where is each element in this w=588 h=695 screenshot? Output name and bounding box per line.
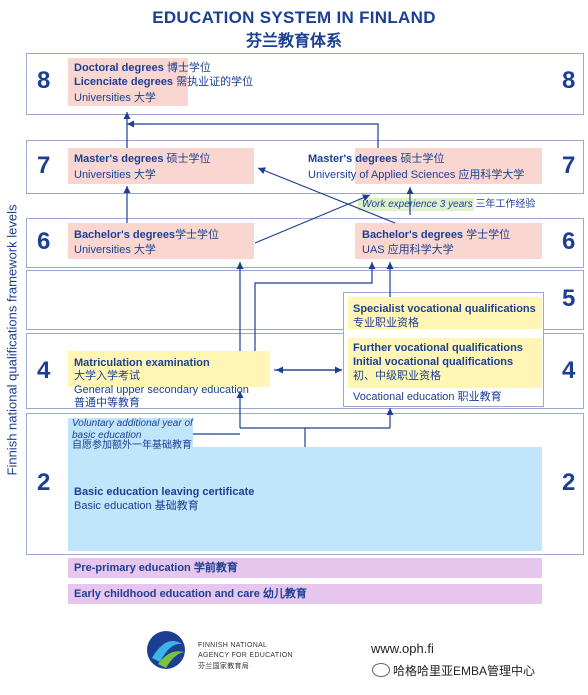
page-title: EDUCATION SYSTEM IN FINLAND <box>152 8 436 27</box>
page-title-cn: 芬兰教育体系 <box>245 33 342 50</box>
bachelors-uas-box <box>355 223 542 259</box>
masters-uni-en: Master's degrees <box>74 153 164 165</box>
arrow-uas-bach-to-uni-master <box>257 167 396 224</box>
doctoral-box <box>68 58 188 106</box>
level-number-5-right: 5 <box>562 285 576 312</box>
doctoral-label: Doctoral degrees 博士学位 <box>74 61 211 75</box>
basic-education: Basic education 基础教育 <box>74 500 199 512</box>
doctoral-cn: 博士学位 <box>166 62 211 74</box>
preprimary-label: Pre-primary education 学前教育 <box>74 562 238 574</box>
bachelors-uas-cn: 学士学位 <box>466 229 511 241</box>
vocational-box <box>348 338 542 388</box>
initial-vocational: Initial vocational qualifications <box>353 356 514 368</box>
bachelors-uni-cn: 学士学位 <box>175 229 220 241</box>
agency-name-cn: 芬兰国家教育局 <box>198 663 250 670</box>
masters-uni-sub: Universities 大学 <box>74 169 156 181</box>
level-number-7-right: 7 <box>562 152 576 179</box>
wechat-icon <box>372 663 390 677</box>
voluntary-cn: 自愿参加额外一年基础教育 <box>72 440 192 451</box>
masters-uas-sub: University of Applied Sciences 应用科学大学 <box>308 169 525 181</box>
upper-secondary-en: General upper secondary education <box>74 384 249 396</box>
level-number-7-left: 7 <box>37 152 51 179</box>
specialist-cn: 专业职业资格 <box>353 317 419 329</box>
early-childhood-label: Early childhood education and care 幼儿教育 <box>74 588 307 600</box>
level8-universities: Universities 大学 <box>74 92 156 104</box>
vocational-cn: 初、中级职业资格 <box>353 370 441 382</box>
masters-uas-en: Master's degrees <box>308 153 398 165</box>
licenciate-label: Licenciate degrees 需执业证的学位 <box>74 75 253 89</box>
early-childhood-box <box>68 584 542 604</box>
basic-cert: Basic education leaving certificate <box>74 486 255 498</box>
level-number-4-right: 4 <box>562 357 576 384</box>
voluntary-year-box <box>68 418 193 452</box>
work-experience-cn: 三年工作经验 <box>475 199 536 210</box>
bachelors-universities-box <box>68 223 254 259</box>
matriculation-box <box>68 351 270 387</box>
level-number-2-left: 2 <box>37 469 51 496</box>
agency-name-line2: AGENCY FOR EDUCATION <box>198 652 293 659</box>
arrow-7-to-8-right <box>126 120 379 148</box>
level-number-2-right: 2 <box>562 469 576 496</box>
watermark-text: 哈格哈里亚EMBA管理中心 <box>393 664 536 678</box>
voluntary-line1: Voluntary additional year of <box>72 418 193 429</box>
preprimary-box <box>68 558 542 578</box>
bachelors-uni-en: Bachelor's degrees <box>74 229 176 241</box>
work-experience-label: Work experience 3 years 三年工作经验 <box>362 198 535 211</box>
voluntary-line2: basic education <box>72 430 142 441</box>
level-number-6-right: 6 <box>562 228 576 255</box>
vocational-education: Vocational education 职业教育 <box>353 391 502 403</box>
agency-logo-icon <box>147 631 185 669</box>
bachelors-uni-sub: Universities 大学 <box>74 244 156 256</box>
masters-universities-box <box>68 148 254 184</box>
masters-uas-box <box>355 148 542 184</box>
level-number-8-right: 8 <box>562 67 576 94</box>
upper-secondary-cn: 普通中等教育 <box>74 397 140 409</box>
matriculation-title: Matriculation examination <box>74 357 210 369</box>
licenciate-cn: 需执业证的学位 <box>176 76 254 88</box>
masters-uni-title: Master's degrees 硕士学位 <box>74 152 211 166</box>
masters-uas-title: Master's degrees 硕士学位 <box>308 152 445 166</box>
level-number-6-left: 6 <box>37 228 51 255</box>
arrow-4-to-6-b <box>254 262 376 351</box>
matriculation-cn: 大学入学考试 <box>74 370 140 382</box>
website-url: www.oph.fi <box>371 641 434 656</box>
masters-uas-cn: 硕士学位 <box>400 153 445 165</box>
basic-education-box <box>68 447 542 551</box>
bachelors-uas-sub: UAS 应用科学大学 <box>362 244 454 256</box>
bachelors-uas-en: Bachelor's degrees <box>362 229 464 241</box>
further-vocational: Further vocational qualifications <box>353 342 523 354</box>
masters-uni-cn: 硕士学位 <box>166 153 211 165</box>
specialist-box <box>348 297 542 329</box>
bachelors-uni-title: Bachelor's degrees学士学位 <box>74 228 219 242</box>
specialist-en: Specialist vocational qualifications <box>353 303 536 315</box>
level-number-8-left: 8 <box>37 67 51 94</box>
bachelors-uas-title: Bachelor's degrees 学士学位 <box>362 228 510 242</box>
level-number-4-left: 4 <box>37 357 51 384</box>
work-experience-en: Work experience 3 years <box>362 199 473 210</box>
agency-name-line1: FINNISH NATIONAL <box>198 642 268 649</box>
work-experience-box <box>358 198 474 211</box>
licenciate-en: Licenciate degrees <box>74 76 174 88</box>
doctoral-en: Doctoral degrees <box>74 62 164 74</box>
arrow-uni-bach-to-uas-master <box>254 194 371 244</box>
